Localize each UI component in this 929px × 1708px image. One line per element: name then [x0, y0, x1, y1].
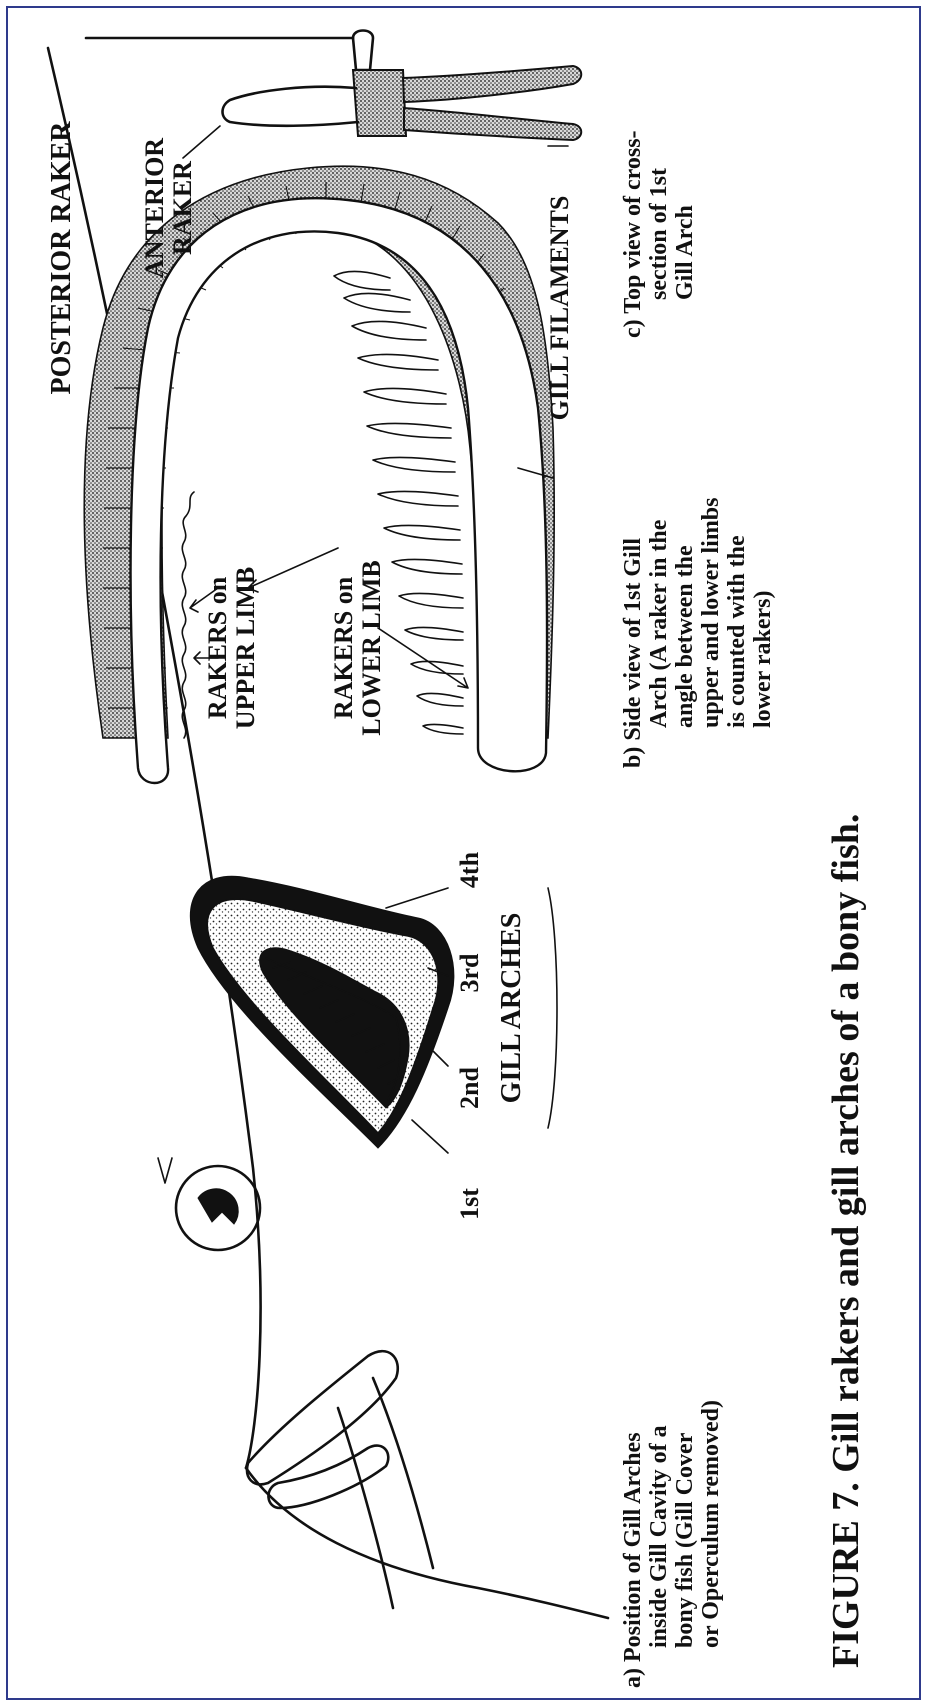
fish-jaw-line: [338, 1408, 393, 1608]
anterior-raker-label-line1: ANTERIOR: [140, 138, 169, 278]
arch-label-4th: 4th: [455, 851, 484, 888]
caption-a-line-3: bony fish (Gill Cover: [672, 1432, 698, 1648]
arch-label-1st: 1st: [455, 1188, 484, 1220]
head-outline-arrow: [158, 1158, 172, 1183]
caption-c-line-2: section of 1st: [646, 168, 672, 300]
anterior-raker-label-line2: RAKER: [168, 161, 197, 255]
arch-1st-leader: [412, 1120, 448, 1153]
raker-prong-lower: [404, 108, 581, 140]
rakers-upper-limb: [182, 492, 194, 738]
gill-arches-bracket: [548, 888, 557, 1128]
raker-prong-upper: [403, 66, 581, 102]
caption-a-line-4: or Operculum removed): [698, 1400, 724, 1648]
gill-filaments-label: GILL FILAMENTS: [545, 196, 574, 421]
lower-limb-label-line2: LOWER LIMB: [357, 560, 386, 736]
lower-limb-arrow: [248, 548, 338, 592]
anterior-raker: [223, 87, 359, 126]
gill-diagram-canvas: 1st 2nd 3rd 4th GILL ARCHES: [8, 8, 921, 1700]
raker-base: [353, 70, 406, 136]
arch-2nd-leader: [432, 1050, 448, 1066]
arch-label-2nd: 2nd: [455, 1067, 484, 1109]
caption-b-line-4: upper and lower limbs: [698, 498, 724, 729]
caption-b: b) Side view of 1st Gill Arch (A raker i…: [620, 498, 776, 769]
fish-lower-lip: [268, 1446, 388, 1508]
gill-cavity: [190, 876, 454, 1148]
caption-b-line-6: lower rakers): [750, 590, 776, 728]
caption-c-line-3: Gill Arch: [672, 205, 698, 300]
figure-title: FIGURE 7. Gill rakers and gill arches of…: [825, 814, 867, 1668]
caption-a: a) Position of Gill Arches inside Gill C…: [620, 1400, 724, 1688]
caption-c: c) Top view of cross- section of 1st Gil…: [620, 130, 698, 338]
caption-b-line-1: b) Side view of 1st Gill: [620, 538, 646, 768]
caption-b-line-2: Arch (A raker in the: [646, 519, 672, 728]
posterior-raker-stem: [353, 31, 373, 71]
posterior-raker-label: POSTERIOR RAKER: [46, 121, 77, 395]
gill-arches-label: GILL ARCHES: [496, 913, 527, 1104]
arch-label-3rd: 3rd: [455, 953, 484, 993]
caption-c-line-1: c) Top view of cross-: [620, 130, 646, 338]
caption-b-line-5: is counted with the: [724, 535, 750, 728]
anterior-raker-leader: [183, 126, 220, 158]
caption-b-line-3: angle between the: [672, 545, 698, 728]
caption-a-line-1: a) Position of Gill Arches: [620, 1432, 646, 1688]
upper-limb-label-line1: RAKERS on: [203, 576, 232, 719]
caption-a-line-2: inside Gill Cavity of a: [646, 1425, 672, 1648]
fish-jaw-line-2: [373, 1378, 433, 1568]
fish-eye: [176, 1166, 260, 1250]
fish-upper-lip: [247, 1351, 398, 1484]
upper-limb-label-line2: UPPER LIMB: [231, 567, 260, 730]
lower-limb-label-line1: RAKERS on: [329, 576, 358, 719]
arch-4th-leader: [386, 888, 448, 908]
